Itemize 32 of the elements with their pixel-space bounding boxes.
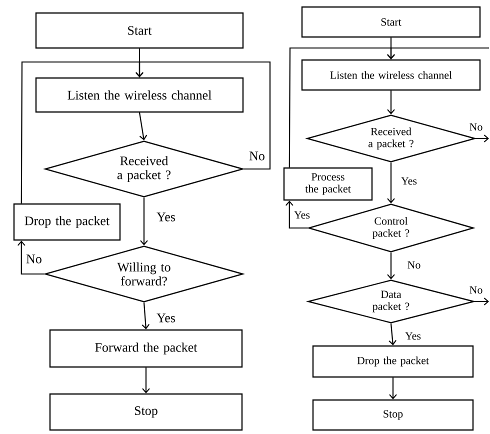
process-box: Process the packet xyxy=(283,167,373,201)
arrow xyxy=(387,252,395,280)
edge-label: Yes xyxy=(156,312,176,324)
edge-label: No xyxy=(248,150,266,162)
edge-label: Yes xyxy=(404,331,422,341)
process-box: Drop the packet xyxy=(13,203,121,241)
edge-label: No xyxy=(406,260,422,270)
start-box: Start xyxy=(301,6,481,38)
arrow xyxy=(476,134,489,142)
stop-box: Stop xyxy=(49,393,243,431)
start-box: Start xyxy=(35,12,244,49)
arrow xyxy=(142,368,150,394)
edge-label: Yes xyxy=(156,212,176,222)
process-box: Drop the packet xyxy=(312,345,474,378)
edge-label: Yes xyxy=(400,176,418,186)
arrow xyxy=(286,200,308,229)
arrow xyxy=(20,61,144,204)
process-box: Listen the wireless channel xyxy=(301,59,481,91)
stop-box: Stop xyxy=(312,399,474,431)
arrow xyxy=(142,302,150,330)
arrow xyxy=(138,112,148,140)
arrow xyxy=(387,90,395,114)
arrow xyxy=(474,298,489,306)
arrow xyxy=(389,378,397,400)
arrow xyxy=(387,162,395,204)
edge-label: No xyxy=(25,254,43,264)
arrow xyxy=(388,324,396,346)
arrow xyxy=(387,47,489,60)
process-box: Listen the wireless channel xyxy=(35,77,244,113)
process-box: Forward the packet xyxy=(49,329,243,368)
arrow xyxy=(140,198,148,246)
arrow xyxy=(17,240,44,275)
